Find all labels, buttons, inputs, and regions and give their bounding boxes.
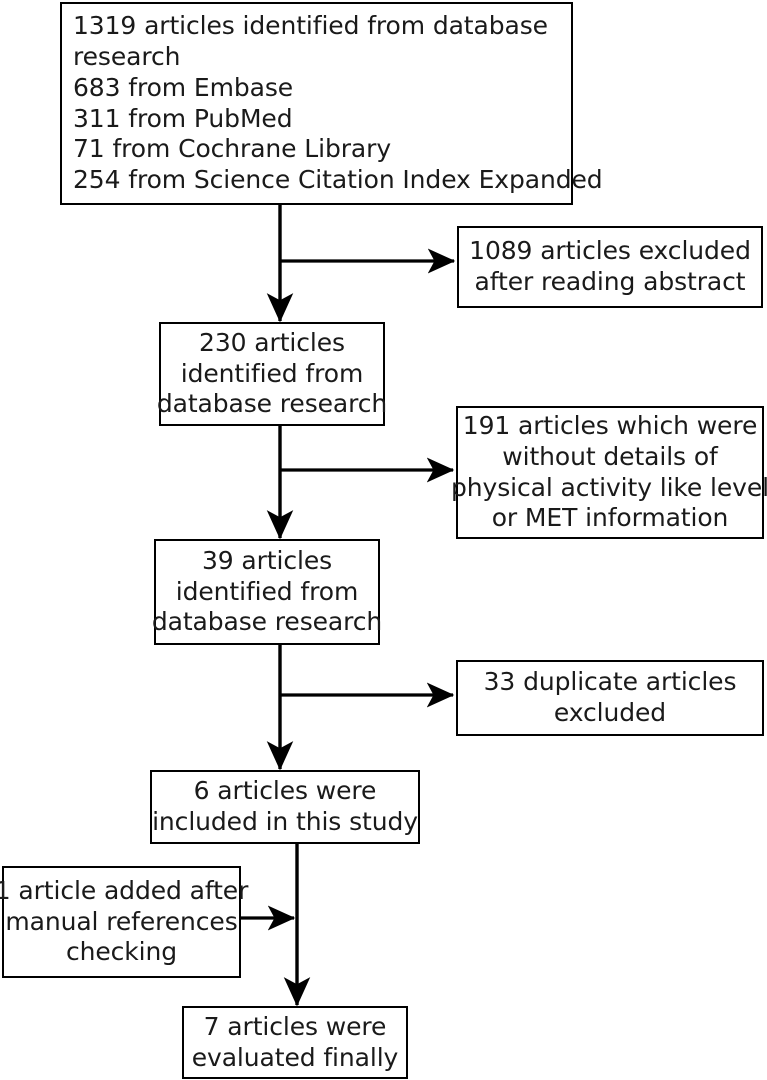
node-screened-230-line-1: 230 articles [199, 327, 345, 357]
node-excluded-no-details: 191 articles which were without details … [451, 406, 767, 539]
node-identified-line-4: 311 from PubMed [73, 103, 293, 133]
node-manual-added-line-1: 1 article added after [0, 875, 249, 905]
node-screened-39-line-2: identified from [175, 576, 359, 606]
node-screened-230-line-3: database research [156, 389, 388, 419]
node-evaluated-7: 7 articles were evaluated finally [182, 1006, 408, 1079]
node-excluded-duplicates: 33 duplicate articles excluded [456, 660, 764, 736]
node-identified: 1319 articles identified from database r… [60, 2, 603, 205]
node-excluded-abstract: 1089 articles excluded after reading abs… [457, 226, 763, 308]
node-manual-added-line-3: checking [65, 937, 178, 967]
node-excluded-duplicates-line-1: 33 duplicate articles [483, 667, 737, 697]
node-manual-added-line-2: manual references [5, 906, 238, 936]
node-identified-line-1: 1319 articles identified from database [73, 10, 548, 40]
node-excluded-duplicates-line-2: excluded [553, 698, 667, 727]
node-excluded-no-details-line-2: without details of [502, 441, 718, 471]
node-included-6: 6 articles were included in this study [150, 770, 420, 844]
node-screened-39-line-3: database research [151, 607, 383, 637]
node-excluded-no-details-line-3: physical activity like level [451, 472, 767, 502]
node-screened-230: 230 articles identified from database re… [156, 322, 388, 426]
node-excluded-abstract-line-2: after reading abstract [474, 267, 746, 296]
node-identified-line-3: 683 from Embase [73, 72, 294, 102]
node-evaluated-7-line-2: evaluated finally [191, 1042, 399, 1072]
node-evaluated-7-line-1: 7 articles were [203, 1011, 387, 1041]
node-screened-39: 39 articles identified from database res… [151, 539, 383, 645]
node-included-6-line-1: 6 articles were [193, 776, 377, 806]
node-identified-line-5: 71 from Cochrane Library [73, 134, 392, 164]
node-excluded-abstract-line-1: 1089 articles excluded [469, 236, 751, 266]
node-identified-line-6: 254 from Science Citation Index Expanded [73, 165, 603, 195]
node-manual-added: 1 article added after manual references … [0, 866, 248, 978]
node-screened-39-line-1: 39 articles [201, 545, 333, 575]
node-screened-230-line-2: identified from [180, 358, 364, 388]
node-identified-line-2: research [73, 41, 181, 71]
node-excluded-no-details-line-4: or MET information [491, 503, 729, 533]
node-included-6-line-2: included in this study [152, 807, 418, 836]
node-excluded-no-details-line-1: 191 articles which were [462, 410, 758, 440]
